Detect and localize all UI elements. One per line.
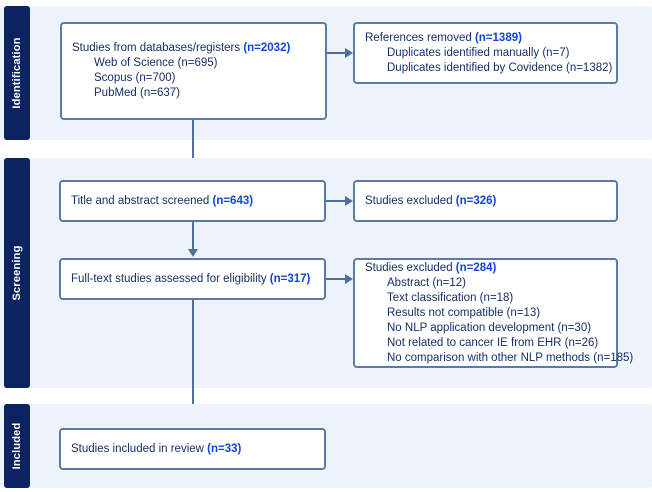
connector-fulltext-to-included	[192, 300, 194, 428]
box-excluded-fulltext-item: Abstract (n=12)	[387, 276, 466, 289]
connector-databases-to-title-abstract	[192, 120, 194, 172]
box-excluded-fulltext-item: Not related to cancer IE from EHR (n=26)	[387, 336, 599, 349]
box-included-review-head-count: (n=33)	[207, 442, 242, 455]
box-references-removed-head-count: (n=1389)	[474, 31, 522, 44]
box-title-abstract-head-text: Title and abstract screened	[71, 194, 213, 207]
box-included-review-head-text: Studies included in review	[71, 442, 208, 455]
box-excluded-fulltext-item: Text classification (n=18)	[387, 291, 514, 304]
box-references-removed: References removed (n=1389) Duplicates i…	[353, 22, 618, 84]
box-references-removed-head-text: References removed	[365, 31, 475, 44]
section-tab-screening: Screening	[4, 158, 30, 388]
box-references-removed-item: Duplicates identified by Covidence (n=13…	[387, 61, 613, 74]
connector-fulltext-to-excluded	[326, 278, 345, 280]
box-excluded-screening-head-text: Studies excluded	[365, 194, 456, 207]
box-fulltext-head: Full-text studies assessed for eligibili…	[71, 272, 314, 287]
connector-title-abstract-to-fulltext	[192, 222, 194, 250]
box-excluded-fulltext-head: Studies excluded (n=284)	[365, 261, 606, 276]
connector-databases-to-references	[327, 52, 345, 54]
box-databases-head: Studies from databases/registers (n=2032…	[72, 41, 315, 56]
box-databases-registers: Studies from databases/registers (n=2032…	[60, 22, 327, 120]
arrow-fulltext-to-excluded	[345, 274, 353, 284]
box-databases-item: Web of Science (n=695)	[94, 57, 218, 69]
box-fulltext-head-text: Full-text studies assessed for eligibili…	[71, 272, 270, 285]
box-databases-head-text: Studies from databases/registers	[72, 42, 244, 54]
box-databases-item: Scopus (n=700)	[94, 72, 176, 84]
arrow-title-abstract-to-fulltext	[188, 249, 198, 257]
section-tab-included: Included	[4, 404, 30, 488]
box-excluded-fulltext-item: No comparison with other NLP methods (n=…	[387, 351, 634, 364]
section-tab-identification: Identification	[4, 6, 30, 140]
arrow-title-abstract-to-excluded	[345, 196, 353, 206]
box-excluded-screening-head: Studies excluded (n=326)	[365, 194, 606, 209]
box-excluded-fulltext-item: No NLP application development (n=30)	[387, 321, 592, 334]
box-included-review-head: Studies included in review (n=33)	[71, 442, 314, 457]
box-excluded-fulltext-head-text: Studies excluded	[365, 261, 456, 274]
connector-title-abstract-to-excluded	[326, 200, 345, 202]
box-references-removed-item: Duplicates identified manually (n=7)	[387, 46, 570, 59]
box-title-abstract-head-count: (n=643)	[212, 194, 254, 207]
section-tab-included-label: Included	[11, 422, 23, 470]
box-references-removed-head: References removed (n=1389)	[365, 31, 606, 46]
arrow-databases-to-references	[345, 48, 353, 58]
box-databases-item: PubMed (n=637)	[94, 87, 180, 99]
box-studies-excluded-fulltext: Studies excluded (n=284) Abstract (n=12)…	[353, 258, 634, 368]
box-studies-included-review: Studies included in review (n=33)	[59, 428, 326, 470]
box-fulltext-assessed: Full-text studies assessed for eligibili…	[59, 258, 326, 300]
box-excluded-fulltext-head-count: (n=284)	[455, 261, 497, 274]
section-tab-identification-label: Identification	[11, 37, 23, 109]
box-excluded-screening-head-count: (n=326)	[455, 194, 497, 207]
box-title-abstract-screened: Title and abstract screened (n=643)	[59, 180, 326, 222]
box-databases-head-count: (n=2032)	[243, 42, 291, 54]
box-excluded-fulltext-item: Results not compatible (n=13)	[387, 306, 541, 319]
box-title-abstract-head: Title and abstract screened (n=643)	[71, 194, 314, 209]
section-tab-screening-label: Screening	[11, 245, 23, 301]
box-studies-excluded-screening: Studies excluded (n=326)	[353, 180, 618, 222]
box-fulltext-head-count: (n=317)	[269, 272, 311, 285]
